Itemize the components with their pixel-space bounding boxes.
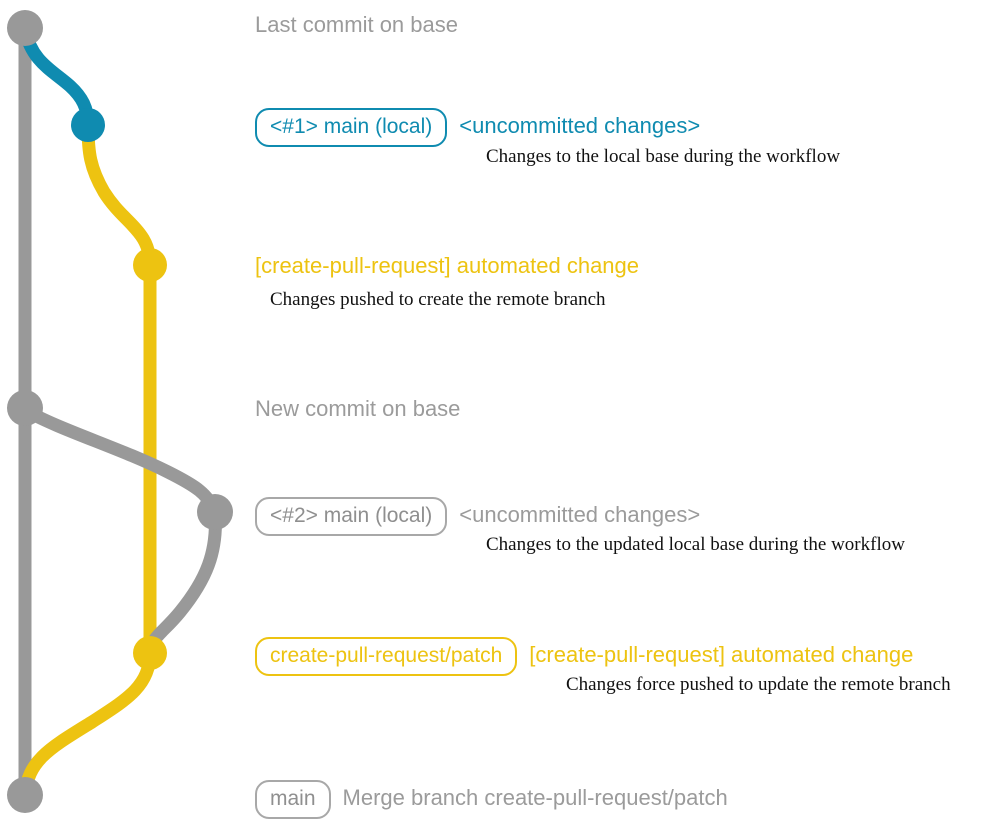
row-local-2: <#2> main (local) <uncommitted changes> — [255, 497, 700, 536]
row-headline: Last commit on base — [255, 12, 458, 37]
branch-pill-local-2[interactable]: <#2> main (local) — [255, 497, 448, 536]
row-new-commit-on-base: New commit on base — [255, 396, 460, 422]
row-automated-change-1: [create-pull-request] automated change — [255, 253, 639, 279]
edge-yellow-to-patch1 — [81, 118, 157, 272]
row-merge: main Merge branch create-pull-request/pa… — [255, 780, 728, 819]
branch-pill-patch[interactable]: create-pull-request/patch — [255, 637, 518, 676]
row-headline: <uncommitted changes> — [459, 113, 701, 138]
row-subtext-automated-change-2: Changes force pushed to update the remot… — [566, 674, 951, 695]
row-subtext-local-1: Changes to the local base during the wor… — [486, 146, 841, 167]
row-last-commit-on-base: Last commit on base — [255, 12, 458, 38]
row-subtext-automated-change-1: Changes pushed to create the remote bran… — [270, 289, 606, 310]
branch-pill-main[interactable]: main — [255, 780, 331, 819]
commit-node-patch-1 — [133, 248, 167, 282]
row-headline: [create-pull-request] automated change — [255, 253, 640, 278]
commit-node-base-top — [7, 10, 43, 46]
commit-node-patch-2 — [133, 636, 167, 670]
row-local-1: <#1> main (local) <uncommitted changes> — [255, 108, 700, 147]
commit-node-local-2 — [197, 494, 233, 530]
branch-pill-local-1[interactable]: <#1> main (local) — [255, 108, 448, 147]
edge-yellow-to-merge — [18, 646, 157, 802]
row-headline: <uncommitted changes> — [459, 502, 701, 527]
row-subtext-local-2: Changes to the updated local base during… — [486, 534, 905, 555]
row-headline: Merge branch create-pull-request/patch — [342, 785, 728, 810]
row-headline: New commit on base — [255, 396, 461, 421]
row-automated-change-2: create-pull-request/patch [create-pull-r… — [255, 637, 913, 676]
commit-node-base-new — [7, 390, 43, 426]
row-headline: [create-pull-request] automated change — [529, 642, 914, 667]
edge-gray-to-local2 — [18, 403, 222, 519]
commit-node-merge — [7, 777, 43, 813]
commit-node-local-commit — [71, 108, 105, 142]
